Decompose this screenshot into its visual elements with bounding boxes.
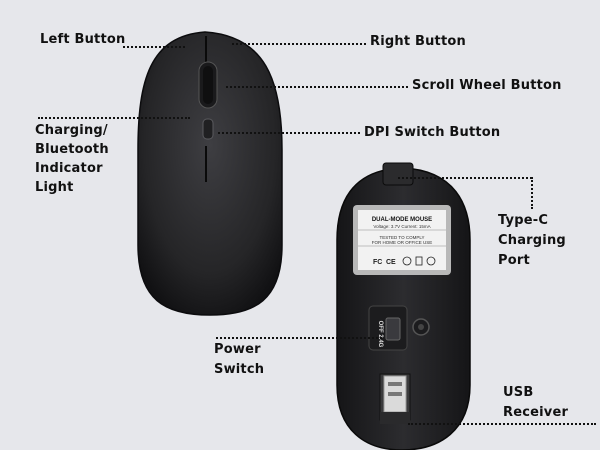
leader-scroll-wheel — [226, 86, 408, 88]
label-type-c: Type-C Charging Port — [498, 211, 566, 271]
sticker-title: DUAL-MODE MOUSE — [372, 217, 432, 223]
leader-usb-receiver — [408, 423, 596, 425]
bin-mark-icon — [415, 256, 423, 266]
mouse-top-view — [137, 31, 283, 316]
sticker-compliance-1: TESTED TO COMPLY — [379, 235, 424, 240]
leader-dpi-switch — [218, 132, 360, 134]
leader-charging-light — [38, 117, 190, 119]
label-left-button: Left Button — [40, 32, 126, 47]
label-scroll-wheel: Scroll Wheel Button — [412, 78, 562, 93]
label-power-switch-line2: Switch — [214, 362, 265, 377]
label-charging-light-line4: Light — [35, 180, 74, 195]
label-type-c-line1: Type-C — [498, 213, 549, 228]
scroll-wheel-inner — [203, 66, 213, 104]
type-c-port — [382, 162, 414, 186]
label-usb-receiver: USB Receiver — [503, 383, 568, 423]
label-power-switch: Power Switch — [214, 340, 264, 380]
label-charging-light: Charging/ Bluetooth Indicator Light — [35, 121, 109, 197]
leader-left-button — [123, 46, 185, 48]
leader-right-button — [232, 43, 366, 45]
mouse-bottom-view: FC CE — [336, 162, 471, 450]
label-usb-receiver-line2: Receiver — [503, 405, 569, 420]
label-dpi-switch: DPI Switch Button — [364, 125, 501, 140]
power-switch-slider — [385, 317, 401, 341]
leader-type-c-v — [531, 177, 533, 209]
recycle-mark-icon — [426, 256, 436, 266]
label-type-c-line2: Charging — [498, 233, 566, 248]
leader-power-switch — [216, 337, 382, 339]
sticker-compliance-2: FOR HOME OR OFFICE USE — [372, 240, 433, 245]
label-charging-light-line1: Charging/ — [35, 123, 108, 138]
sticker-spec: Voltage: 3.7V Current: 15mA — [373, 224, 430, 229]
leader-type-c-h — [398, 177, 532, 179]
label-power-switch-line1: Power — [214, 342, 261, 357]
ukca-mark-icon — [402, 256, 412, 266]
sticker-mark-ce: CE — [386, 259, 396, 266]
label-charging-light-line3: Indicator — [35, 161, 103, 176]
label-charging-light-line2: Bluetooth — [35, 142, 109, 157]
label-usb-receiver-line1: USB — [503, 385, 534, 400]
dpi-switch — [202, 118, 214, 140]
sticker — [358, 210, 446, 270]
label-right-button: Right Button — [370, 34, 466, 49]
switch-label: OFF 2.4G — [377, 321, 383, 348]
label-type-c-line3: Port — [498, 253, 530, 268]
sticker-mark-fc: FC — [373, 259, 382, 266]
